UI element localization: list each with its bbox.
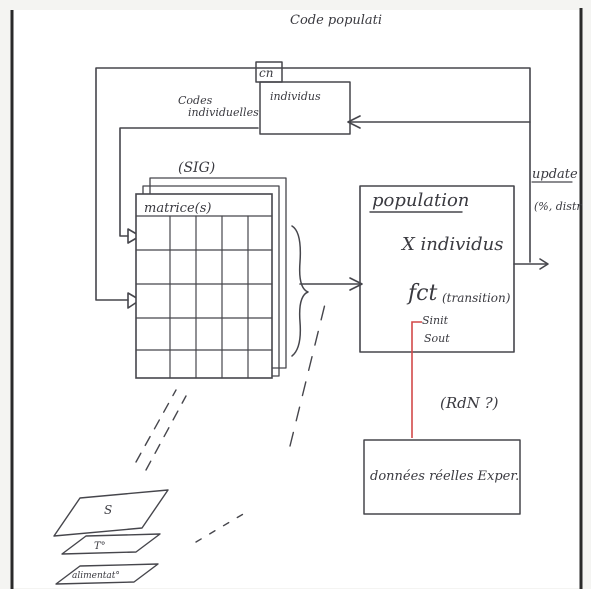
individus-box [259, 81, 351, 135]
red-line-hook [411, 321, 422, 330]
population-box [359, 185, 515, 353]
layer-soil [53, 489, 169, 537]
top-loop-arrowhead [127, 292, 141, 309]
matrices-label: matrice(s) [144, 201, 211, 216]
rdn-label: (RdN ?) [440, 394, 499, 412]
fct-label: fct [406, 281, 437, 306]
inner-loop-arrowhead-left [347, 115, 361, 129]
dashed-link-bottom [195, 509, 251, 543]
layer-soil-label: S [104, 503, 112, 517]
codes-to-matrix-arrow [119, 127, 259, 237]
donnees-box [363, 439, 521, 515]
codes-label-line1: Codes [178, 94, 213, 107]
layer-feeding [55, 563, 159, 585]
top-loop-arrow [95, 67, 531, 301]
top-label: Code populati [290, 13, 382, 28]
matrix-brace [291, 225, 309, 357]
population-title: population [372, 190, 469, 211]
individus-box-label: individus [270, 90, 321, 103]
sout-label: Sout [424, 332, 450, 345]
donnees-label: données réelles Exper. [370, 469, 519, 484]
codes-label-line2: individuelles [188, 106, 259, 119]
dashed-link-left-2 [145, 395, 187, 471]
transition-label: (transition) [442, 291, 511, 305]
x-individus-label: X individus [400, 234, 503, 255]
codes-to-matrix-arrowhead [127, 228, 141, 244]
layer-temperature [61, 533, 161, 555]
layer-feeding-label: alimentat° [72, 571, 120, 581]
matrix-grid [135, 215, 273, 379]
matrix-to-population-arrowhead [349, 277, 363, 291]
sinit-label: Sinit [422, 314, 449, 327]
matrix-front [135, 193, 273, 379]
update-label: update [532, 167, 578, 182]
update-sub-label: (%, distr [534, 200, 582, 213]
layer-temperature-label: T° [94, 541, 106, 552]
population-to-update-arrowhead [539, 258, 549, 270]
board-surface [12, 10, 580, 588]
sig-label: (SIG) [178, 160, 215, 176]
cn-label: cn [259, 66, 273, 80]
dashed-link-left [135, 389, 177, 463]
